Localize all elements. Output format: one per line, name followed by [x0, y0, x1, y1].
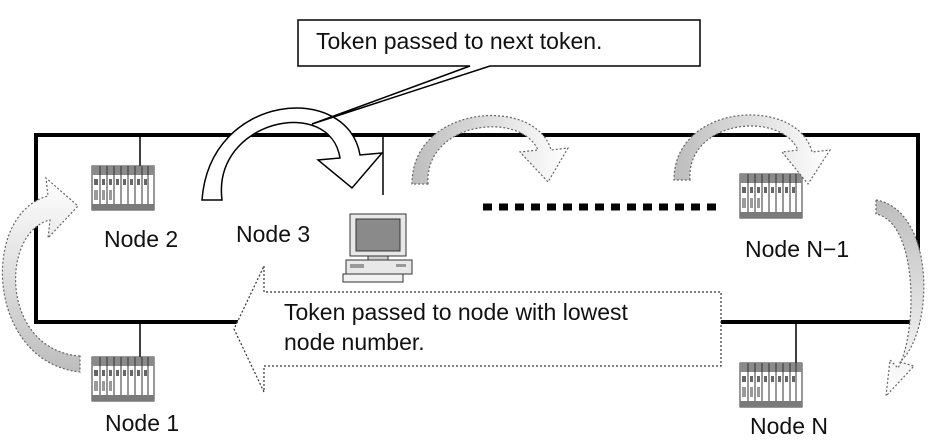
callout-next-token-text: Token passed to next token. [316, 28, 603, 54]
node-1-label: Node 1 [105, 410, 180, 436]
token-arrow-main [201, 107, 384, 201]
node-2-device [91, 165, 155, 211]
node-drop-lines [139, 137, 797, 365]
token-arrow-left [1, 176, 81, 373]
token-arrow-right [875, 199, 925, 398]
node-n-device [739, 362, 803, 408]
node-n-minus-1-device [739, 173, 803, 219]
node-n-minus-1-label: Node N−1 [745, 236, 850, 262]
callout-lowest-node-box [233, 265, 722, 393]
node-2-label: Node 2 [104, 226, 179, 252]
callout-lowest-node-text: Token passed to node with lowest node nu… [284, 299, 628, 355]
node-3-label: Node 3 [236, 221, 311, 247]
token-arrow-top-2 [411, 114, 570, 185]
callout-next-token-box [297, 19, 701, 125]
node-n-label: Node N [750, 413, 828, 439]
computer-icon [342, 213, 413, 283]
token-arrow-top-3 [673, 114, 832, 186]
node-1-device [91, 356, 155, 402]
